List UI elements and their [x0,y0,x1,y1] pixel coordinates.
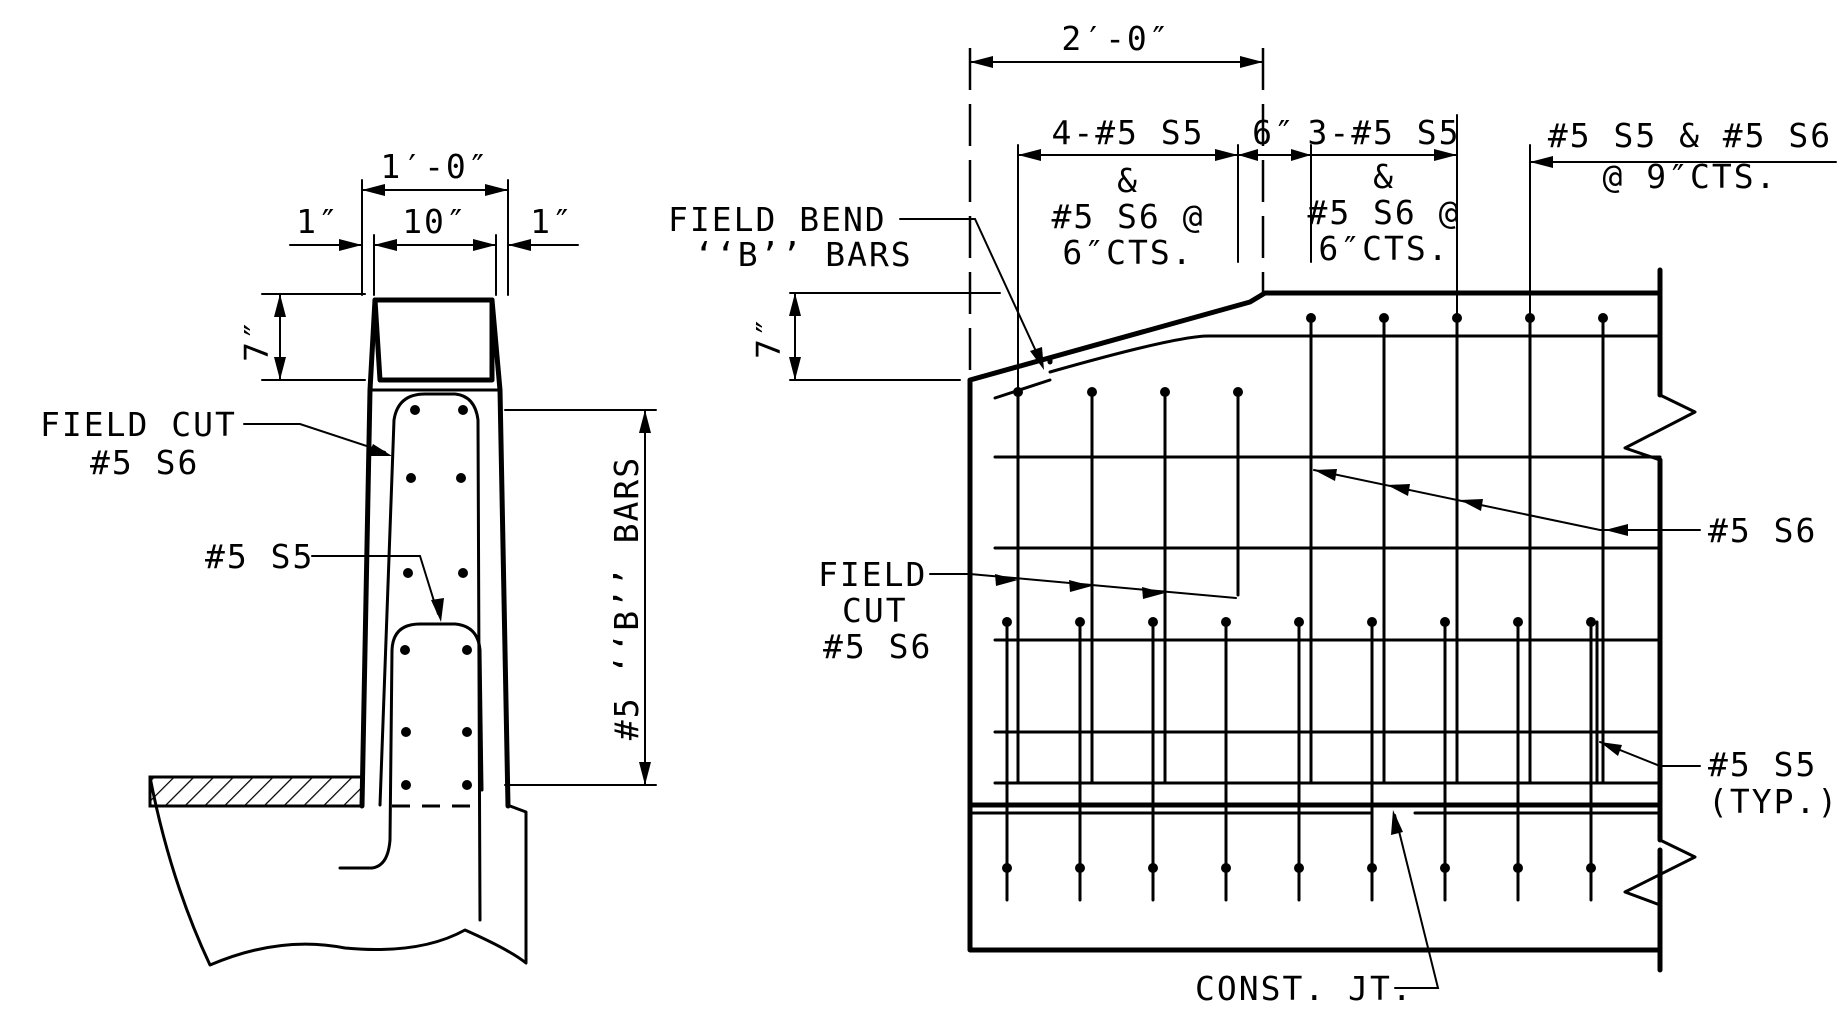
group2-label-1: 3-#5 S5 [1307,113,1460,152]
dim-elevation-cap-height: 7″ [749,292,801,381]
dim-gap-label: 6″ [1252,113,1296,152]
group1-label-4: 6″CTS. [1062,233,1193,272]
group3-label-1: #5 S5 & #5 S6 [1548,116,1832,155]
group2-label-3: #5 S6 @ [1307,193,1460,232]
s5-stirrups [1002,617,1599,902]
field-cut-elev-label-3: #5 S6 [823,627,932,666]
parapet-section-view: 1′-0″ 10″ 1″ 1″ 7″ [40,147,657,967]
b-bar-bend [993,334,1662,400]
dim-gap: 6″ [1237,113,1312,161]
leader-const-jt: CONST. JT. [1195,810,1440,1008]
dim-overall-width-label: 1′-0″ [380,147,489,186]
leader-field-cut-elevation: FIELD CUT #5 S6 [818,555,1237,666]
group3-label-2: @ 9″CTS. [1603,157,1778,196]
extension-lines [789,48,1531,393]
leader-field-bend: FIELD BEND ‘‘B’’ BARS [668,200,1044,370]
group1-label-2: & [1117,161,1139,200]
dim-overall-width: 1′-0″ [361,147,509,296]
dim-elevation-cap-height-label: 7″ [749,315,788,359]
group1-label-1: 4-#5 S5 [1051,113,1204,152]
dim-cap-height-label: 7″ [237,318,276,362]
dim-left-offset-label: 1″ [296,202,340,241]
leader-s6-elevation: #5 S6 [1313,469,1817,550]
dim-top-span-label: 2′-0″ [1061,19,1170,58]
s5-section-label: #5 S5 [205,537,314,576]
dim-group-1: 4-#5 S5 & #5 S6 @ 6″CTS. [1017,113,1239,272]
break-line-upper [1623,393,1697,462]
parapet-outline [359,297,511,809]
dim-cap-height: 7″ [237,293,366,381]
field-cut-elev-label-2: CUT [842,591,908,630]
break-line-lower [1623,838,1697,907]
s6-bar-cage [378,392,482,922]
field-cut-label-2: #5 S6 [90,443,199,482]
group2-label-4: 6″CTS. [1318,229,1449,268]
field-bend-label-2: ‘‘B’’ BARS [694,235,913,274]
parapet-cap [372,297,495,383]
group2-label-2: & [1373,157,1395,196]
dim-group-3: #5 S5 & #5 S6 @ 9″CTS. [1529,116,1837,196]
elevation-outline [967,290,1663,953]
deck-hatch [148,775,364,808]
group1-label-3: #5 S6 @ [1051,197,1204,236]
s5-elev-label-1: #5 S5 [1708,745,1817,784]
leader-s5-section: #5 S5 [205,537,444,622]
dim-inner-width: 10″ 1″ 1″ [289,202,579,296]
vertical-bars-upper [1016,316,1605,785]
horizontal-bars [967,455,1663,815]
parapet-elevation-view: 2′-0″ 4-#5 S5 & #5 S6 @ 6″CTS. 6″ 3-#5 S… [668,19,1839,1008]
leader-s5-elevation: #5 S5 (TYP.) [1599,741,1839,821]
dim-inner-width-label: 10″ [402,202,468,241]
s6-elev-label: #5 S6 [1708,511,1817,550]
s5-bar [338,622,484,870]
field-cut-elev-label-1: FIELD [818,555,927,594]
dim-b-bars: #5 ‘‘B’’ BARS [504,409,657,786]
leader-field-cut-section: FIELD CUT #5 S6 [40,405,392,482]
const-jt-label: CONST. JT. [1195,969,1414,1008]
s5-elev-label-2: (TYP.) [1708,782,1839,821]
rebar-dots-section [400,405,472,790]
field-cut-label-1: FIELD CUT [40,405,237,444]
dim-right-offset-label: 1″ [530,202,574,241]
b-bars-label: #5 ‘‘B’’ BARS [607,456,646,740]
dim-group-2: 3-#5 S5 & #5 S6 @ 6″CTS. [1307,113,1460,268]
dim-top-span: 2′-0″ [969,19,1264,68]
field-bend-label-1: FIELD BEND [668,200,887,239]
